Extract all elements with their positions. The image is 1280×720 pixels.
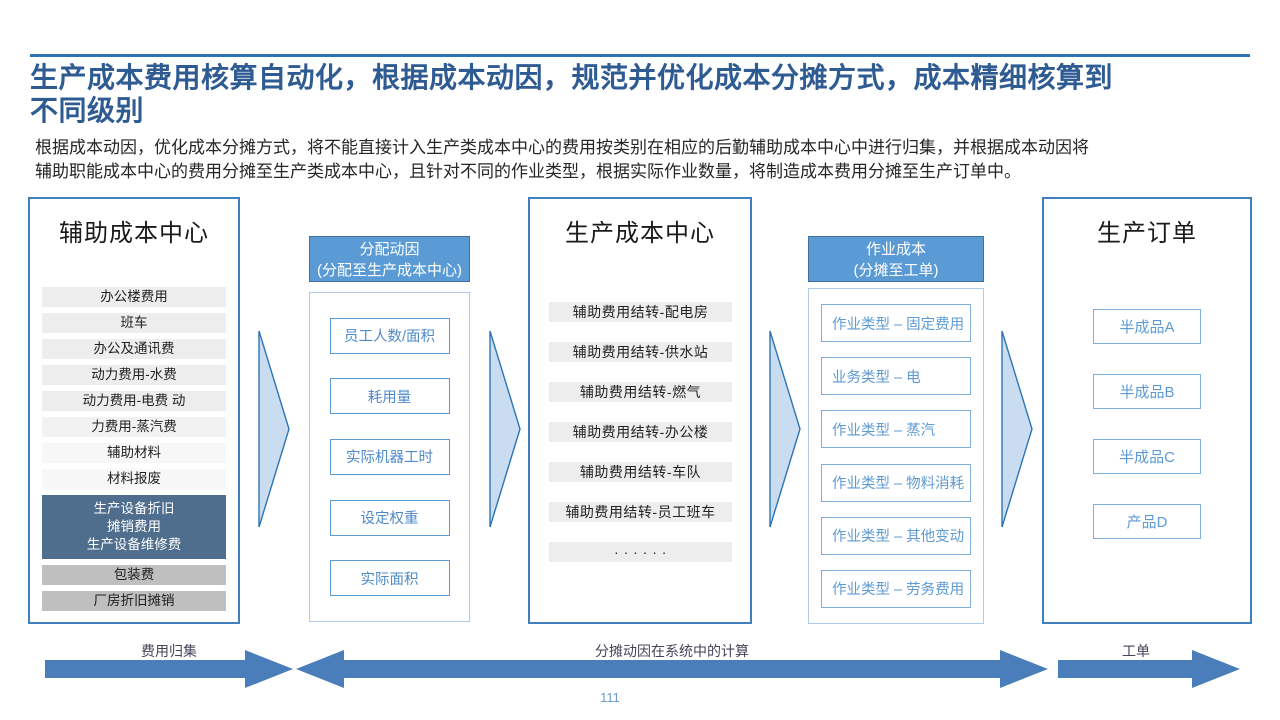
aux-cost-item: 动力费用-电费 动	[42, 391, 226, 411]
prod-cost-center-list: 辅助费用结转-配电房 辅助费用结转-供水站 辅助费用结转-燃气 辅助费用结转-办…	[549, 302, 732, 582]
activity-type-item: 作业类型 – 物料消耗	[821, 463, 971, 502]
flow-arrow-icon	[489, 330, 521, 528]
activity-type-item: 作业类型 – 蒸汽	[821, 410, 971, 449]
flow-arrow-icon	[258, 330, 290, 528]
aux-cost-center-list: 办公楼费用 班车 办公及通讯费 动力费用-水费 动力费用-电费 动 力费用-蒸汽…	[42, 287, 226, 617]
prod-cost-center-header: 生产成本中心	[565, 220, 715, 247]
prod-cost-item: 辅助费用结转-燃气	[549, 382, 732, 402]
flow-arrow-icon	[1001, 330, 1033, 528]
page-number: 111	[600, 690, 620, 705]
aux-cost-item: 包装费	[42, 565, 226, 585]
prod-order-item: 半成品A	[1093, 309, 1201, 344]
panel-activity-cost: 作业成本 (分摊至工单) 作业类型 – 固定费用 业务类型 – 电 作业类型 –…	[808, 236, 984, 624]
title-accent-line	[30, 54, 1250, 57]
allocation-driver-item: 耗用量	[329, 378, 450, 415]
activity-type-item: 作业类型 – 其他变动	[821, 516, 971, 555]
prod-order-item: 半成品C	[1093, 439, 1201, 474]
allocation-driver-item: 实际机器工时	[329, 438, 450, 475]
prod-order-item: 产品D	[1093, 504, 1201, 539]
allocation-driver-item: 设定权重	[329, 499, 450, 536]
slide-title: 生产成本费用核算自动化，根据成本动因，规范并优化成本分摊方式，成本精细核算到 不…	[30, 62, 1114, 126]
aux-cost-item: 班车	[42, 313, 226, 333]
activity-type-item: 作业类型 – 固定费用	[821, 304, 971, 343]
stage-label-work-order: 工单	[1122, 643, 1150, 659]
prod-order-item: 半成品B	[1093, 374, 1201, 409]
panel-aux-cost-center: 辅助成本中心 办公楼费用 班车 办公及通讯费 动力费用-水费 动力费用-电费 动…	[28, 197, 240, 624]
allocation-driver-item: 员工人数/面积	[329, 317, 450, 354]
aux-cost-item: 材料报废	[42, 469, 226, 489]
aux-cost-item: 辅助材料	[42, 443, 226, 463]
prod-order-header: 生产订单	[1097, 220, 1197, 247]
stage1-arrow-right-icon	[45, 650, 293, 688]
prod-cost-item: 辅助费用结转-供水站	[549, 342, 732, 362]
aux-cost-center-header: 辅助成本中心	[59, 220, 209, 247]
panel-prod-cost-center: 生产成本中心 辅助费用结转-配电房 辅助费用结转-供水站 辅助费用结转-燃气 辅…	[528, 197, 752, 624]
flow-arrow-icon	[769, 330, 801, 528]
aux-cost-item: 办公楼费用	[42, 287, 226, 307]
aux-cost-item: 厂房折旧摊销	[42, 591, 226, 611]
aux-cost-item: 动力费用-水费	[42, 365, 226, 385]
prod-cost-item: 辅助费用结转-员工班车	[549, 502, 732, 522]
prod-cost-item: 辅助费用结转-车队	[549, 462, 732, 482]
stage2-arrow-double-icon	[296, 650, 1048, 688]
stage3-arrow-right-icon	[1058, 650, 1240, 688]
stage-label-system-calculation: 分摊动因在系统中的计算	[595, 643, 749, 659]
prod-cost-item: · · · · · ·	[549, 542, 732, 562]
prod-order-list: 半成品A 半成品B 半成品C 产品D	[1044, 309, 1250, 539]
prod-cost-item: 辅助费用结转-办公楼	[549, 422, 732, 442]
allocation-drivers-header: 分配动因 (分配至生产成本中心)	[309, 236, 470, 282]
aux-cost-item: 办公及通讯费	[42, 339, 226, 359]
prod-cost-item: 辅助费用结转-配电房	[549, 302, 732, 322]
aux-cost-item: 力费用-蒸汽费	[42, 417, 226, 437]
activity-cost-list: 作业类型 – 固定费用 业务类型 – 电 作业类型 – 蒸汽 作业类型 – 物料…	[808, 288, 984, 624]
activity-type-item: 作业类型 – 劳务费用	[821, 569, 971, 608]
panel-allocation-drivers: 分配动因 (分配至生产成本中心) 员工人数/面积 耗用量 实际机器工时 设定权重…	[309, 236, 470, 622]
activity-cost-header: 作业成本 (分摊至工单)	[808, 236, 984, 282]
allocation-drivers-list: 员工人数/面积 耗用量 实际机器工时 设定权重 实际面积	[309, 292, 470, 622]
stage-label-cost-collection: 费用归集	[141, 643, 197, 659]
activity-type-item: 业务类型 – 电	[821, 357, 971, 396]
slide-subtitle: 根据成本动因，优化成本分摊方式，将不能直接计入生产类成本中心的费用按类别在相应的…	[35, 138, 1089, 181]
footer-stage-arrows	[45, 650, 1240, 688]
aux-cost-item: 生产设备折旧 摊销费用 生产设备维修费	[42, 495, 226, 559]
allocation-driver-item: 实际面积	[329, 560, 450, 597]
panel-prod-order: 生产订单 半成品A 半成品B 半成品C 产品D	[1042, 197, 1252, 624]
